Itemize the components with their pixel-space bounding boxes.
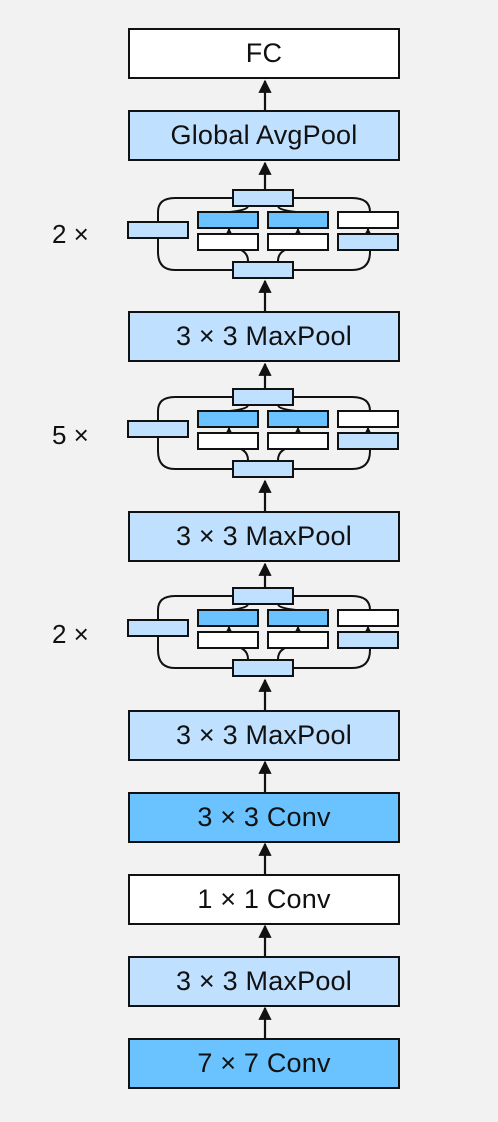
concat-box — [232, 388, 294, 406]
global-avgpool-layer-box: Global AvgPool — [128, 110, 400, 161]
maxpool-layer-box: 3 × 3 MaxPool — [128, 311, 400, 362]
branch4-bottom-box — [337, 631, 399, 649]
branch1-box — [127, 221, 189, 239]
branch-connector — [157, 439, 233, 470]
fc-layer-box: FC — [128, 28, 400, 79]
input-box — [232, 261, 294, 279]
inception-block — [127, 587, 399, 677]
input-box — [232, 659, 294, 677]
branch-connector — [157, 240, 233, 271]
input-box — [232, 460, 294, 478]
repeat-multiplier-label: 2 × — [52, 619, 89, 649]
branch-connector — [293, 445, 371, 470]
branch3-bottom-box — [267, 631, 329, 649]
branch4-top-box — [337, 410, 399, 428]
repeat-multiplier-label: 5 × — [52, 420, 89, 450]
branch3-top-box — [267, 211, 329, 229]
branch-connector — [293, 197, 371, 213]
concat-box — [232, 189, 294, 207]
branch4-top-box — [337, 211, 399, 229]
branch3-bottom-box — [267, 233, 329, 251]
concat-box — [232, 587, 294, 605]
branch4-bottom-box — [337, 432, 399, 450]
branch-connector — [157, 197, 233, 220]
branch4-top-box — [337, 609, 399, 627]
conv7x7-layer-box: 7 × 7 Conv — [128, 1038, 400, 1089]
branch2-bottom-box — [197, 432, 259, 450]
branch2-bottom-box — [197, 631, 259, 649]
inception-layer — [127, 189, 399, 677]
branch-connector — [157, 638, 233, 669]
branch1-box — [127, 619, 189, 637]
conv1x1-layer-box: 1 × 1 Conv — [128, 874, 400, 925]
branch-connector — [293, 396, 371, 412]
branch-connector — [157, 595, 233, 618]
branch3-bottom-box — [267, 432, 329, 450]
repeat-multiplier-label: 2 × — [52, 219, 89, 249]
branch4-bottom-box — [337, 233, 399, 251]
branch2-top-box — [197, 609, 259, 627]
branch-connector — [293, 246, 371, 271]
maxpool-layer-box: 3 × 3 MaxPool — [128, 710, 400, 761]
branch2-bottom-box — [197, 233, 259, 251]
branch1-box — [127, 420, 189, 438]
branch-connector — [293, 644, 371, 669]
branch3-top-box — [267, 410, 329, 428]
branch-connector — [157, 396, 233, 419]
maxpool-layer-box: 3 × 3 MaxPool — [128, 956, 400, 1007]
conv3x3-layer-box: 3 × 3 Conv — [128, 792, 400, 843]
branch3-top-box — [267, 609, 329, 627]
branch-connector — [293, 595, 371, 611]
maxpool-layer-box: 3 × 3 MaxPool — [128, 511, 400, 562]
branch2-top-box — [197, 211, 259, 229]
inception-block — [127, 388, 399, 478]
branch2-top-box — [197, 410, 259, 428]
inception-block — [127, 189, 399, 279]
